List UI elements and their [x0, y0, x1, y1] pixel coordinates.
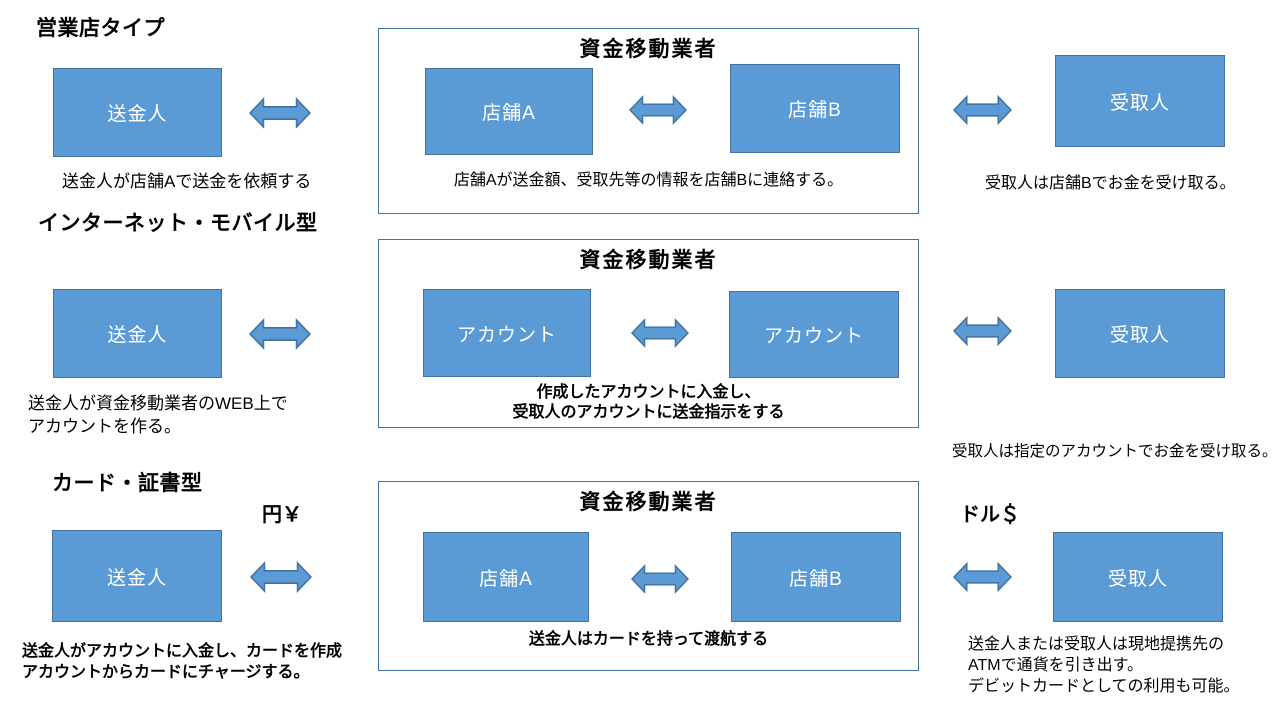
account-label: アカウント — [763, 326, 864, 347]
section-heading-internet-mobile: インターネット・モバイル型 — [38, 212, 318, 235]
currency-label-yen: 円￥ — [262, 504, 302, 526]
store-a-box: 店舗A — [425, 68, 593, 155]
receiver-caption-line: ATMで通貨を引き出す。 — [968, 657, 1143, 674]
sender-caption-line: 送金人がアカウントに入金し、カードを作成 — [22, 643, 343, 660]
double-arrow-icon — [631, 314, 689, 352]
sender-label: 送金人 — [106, 567, 167, 589]
receiver-label: 受取人 — [1107, 568, 1168, 590]
receiver-caption-line: 送金人または受取人は現地提携先の — [968, 636, 1225, 653]
sender-caption-line: 送金人が資金移動業者のWEB上で — [28, 394, 288, 413]
section-heading-branch-type: 営業店タイプ — [36, 17, 165, 40]
double-arrow-icon — [629, 91, 687, 129]
sender-box: 送金人 — [53, 68, 222, 157]
receiver-box: 受取人 — [1055, 289, 1225, 378]
account-box-right: アカウント — [729, 291, 899, 378]
operator-title: 資金移動業者 — [579, 249, 718, 272]
operator-container: 資金移動業者 アカウント アカウント 作成したアカウントに入金し、 受取人のアカ… — [378, 239, 919, 428]
double-arrow-icon — [953, 558, 1012, 596]
section-heading-card-certificate: カード・証書型 — [52, 472, 203, 495]
sender-label: 送金人 — [107, 325, 168, 346]
operator-caption-line: 受取人のアカウントに送金指示をする — [512, 404, 785, 421]
receiver-caption: 受取人は店舗Bでお金を受け取る。 — [985, 175, 1236, 192]
double-arrow-icon — [249, 94, 311, 132]
operator-title: 資金移動業者 — [579, 491, 718, 514]
receiver-caption: 受取人は指定のアカウントでお金を受け取る。 — [952, 443, 1278, 460]
operator-container: 資金移動業者 店舗A 店舗B 送金人はカードを持って渡航する — [378, 481, 919, 671]
sender-caption: 送金人が資金移動業者のWEB上で アカウントを作る。 — [28, 392, 288, 438]
receiver-label: 受取人 — [1109, 92, 1170, 114]
receiver-box: 受取人 — [1055, 55, 1225, 147]
operator-container: 資金移動業者 店舗A 店舗B 店舗Aが送金額、受取先等の情報を店舗Bに連絡する。 — [378, 28, 919, 214]
store-a-label: 店舗A — [482, 103, 536, 124]
double-arrow-icon — [249, 315, 311, 353]
store-b-box: 店舗B — [730, 64, 900, 153]
double-arrow-icon — [250, 558, 312, 596]
sender-label: 送金人 — [107, 104, 168, 125]
currency-label-dollar: ドル＄ — [960, 504, 1020, 526]
operator-caption: 送金人はカードを持って渡航する — [528, 631, 769, 648]
store-b-label: 店舗B — [789, 568, 843, 590]
store-b-label: 店舗B — [788, 100, 842, 121]
receiver-box: 受取人 — [1053, 532, 1223, 622]
sender-caption-line: アカウントを作る。 — [28, 417, 181, 436]
sender-box: 送金人 — [53, 289, 222, 378]
operator-caption: 作成したアカウントに入金し、 受取人のアカウントに送金指示をする — [379, 383, 918, 423]
store-a-box: 店舗A — [423, 532, 589, 622]
double-arrow-icon — [953, 312, 1012, 350]
sender-caption-line: アカウントからカードにチャージする。 — [22, 664, 310, 681]
receiver-label: 受取人 — [1109, 325, 1170, 346]
store-a-label: 店舗A — [479, 568, 533, 590]
store-b-box: 店舗B — [731, 532, 901, 622]
operator-caption: 店舗Aが送金額、受取先等の情報を店舗Bに連絡する。 — [453, 172, 844, 189]
account-box-left: アカウント — [423, 289, 591, 377]
double-arrow-icon — [953, 91, 1012, 129]
operator-title: 資金移動業者 — [579, 38, 718, 61]
sender-caption: 送金人が店舗Aで送金を依頼する — [62, 172, 312, 191]
receiver-caption: 送金人または受取人は現地提携先の ATMで通貨を引き出す。 デビットカードとして… — [968, 634, 1240, 697]
operator-caption-line: 作成したアカウントに入金し、 — [536, 384, 761, 401]
sender-box: 送金人 — [52, 530, 222, 622]
account-label: アカウント — [456, 324, 557, 346]
receiver-caption-line: デビットカードとしての利用も可能。 — [968, 678, 1240, 695]
double-arrow-icon — [631, 560, 689, 598]
sender-caption: 送金人がアカウントに入金し、カードを作成 アカウントからカードにチャージする。 — [22, 641, 342, 683]
